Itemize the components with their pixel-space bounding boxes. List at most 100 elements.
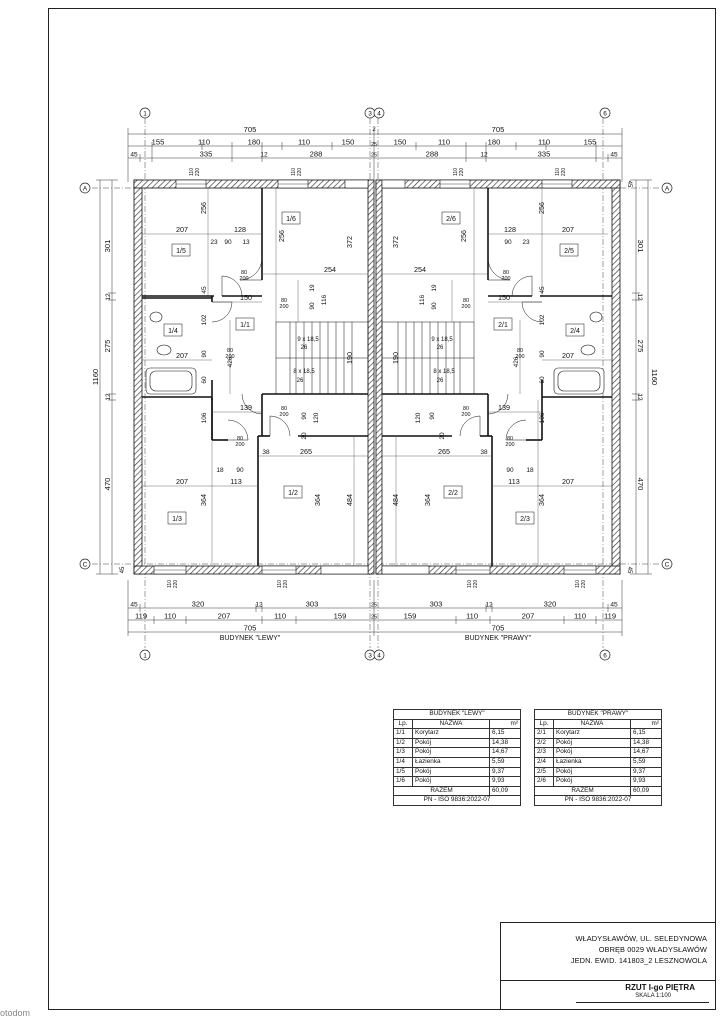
room-tag-2-3 bbox=[515, 511, 535, 525]
divider bbox=[576, 1002, 709, 1003]
dim-label: 207 bbox=[218, 612, 231, 621]
cell-name: Pokój bbox=[553, 747, 631, 758]
toilet-right bbox=[580, 344, 596, 356]
wall-top-left bbox=[133, 179, 373, 189]
top-dimension-lines bbox=[127, 128, 623, 182]
window-size: 110 bbox=[575, 580, 581, 588]
axis-label: 4 bbox=[377, 653, 381, 660]
sink-right bbox=[589, 311, 603, 323]
cell-name: Pokój bbox=[553, 766, 631, 778]
dim-side: 275 bbox=[636, 340, 645, 353]
inner-dim: 265 bbox=[438, 447, 450, 456]
address-line: JEDN. EWID. 141803_2 LESZNOWOLA bbox=[570, 956, 707, 965]
door-size: 80 bbox=[227, 348, 233, 354]
door-size: 80 bbox=[463, 406, 469, 412]
cell-area: 14,38 bbox=[630, 737, 662, 749]
inner-dim: 372 bbox=[345, 236, 354, 248]
dim-label: 12 bbox=[480, 152, 488, 159]
dim-label: 180 bbox=[248, 138, 261, 147]
inner-dim: 207 bbox=[176, 477, 188, 486]
cell-lp: 2/1 bbox=[534, 728, 554, 739]
axis-label: 4 bbox=[377, 111, 381, 118]
dim-side: 275 bbox=[103, 340, 112, 353]
norm-label: PN - ISO 9836:2022-07 bbox=[534, 795, 662, 806]
inner-dim: 19 bbox=[431, 284, 438, 292]
axis-marker-4-top bbox=[373, 107, 385, 119]
dim-side: 12 bbox=[105, 293, 112, 301]
inner-dim: 38 bbox=[262, 449, 270, 456]
cell-area: 9,93 bbox=[630, 776, 662, 787]
dim-side: 301 bbox=[636, 240, 645, 253]
dim-mid: 2 bbox=[372, 127, 376, 133]
cell-lp: 1/1 bbox=[393, 728, 413, 739]
axis-marker-A-right bbox=[661, 182, 673, 194]
axis-marker-6-bottom bbox=[599, 649, 611, 661]
total-value: 60,09 bbox=[489, 785, 521, 797]
window-size: 110 bbox=[555, 168, 561, 176]
stairs-label: 26 bbox=[297, 378, 304, 384]
window-size: 110 bbox=[189, 168, 195, 176]
inner-dim: 265 bbox=[300, 447, 312, 456]
dim-label: 110 bbox=[164, 612, 176, 621]
inner-dim: 60 bbox=[539, 376, 546, 384]
inner-dim: 13 bbox=[242, 239, 250, 246]
cell-lp: 2/2 bbox=[534, 737, 554, 749]
title-block: WŁADYSŁAWÓW, UL. SELEDYNOWA OBRĘB 0029 W… bbox=[500, 922, 716, 1010]
stairs-label: 8 x 18,5 bbox=[433, 369, 455, 375]
door-size: 80 bbox=[241, 270, 247, 276]
drawing-title: RZUT I-go PIĘTRA bbox=[625, 983, 695, 992]
inner-dim: 150 bbox=[240, 293, 252, 302]
col-header-area: m² bbox=[489, 718, 521, 730]
dim-total-left: 705 bbox=[244, 624, 257, 633]
cell-area: 5,59 bbox=[489, 756, 521, 768]
inner-dim: 20 bbox=[301, 432, 308, 440]
drawing-scale: SKALA 1:100 bbox=[635, 993, 671, 999]
window-size: 220 bbox=[297, 168, 303, 177]
wall-top-right bbox=[375, 179, 621, 189]
dim-label: 45 bbox=[130, 602, 138, 609]
window-glass-lines bbox=[154, 183, 596, 571]
dim-label: 288 bbox=[310, 150, 323, 159]
cell-area: 6,15 bbox=[630, 728, 662, 739]
cell-lp: 2/6 bbox=[534, 776, 554, 787]
stairs-label: 26 bbox=[437, 378, 444, 384]
inner-dim: 207 bbox=[176, 351, 188, 360]
inner-dim: 45 bbox=[539, 286, 546, 294]
inner-dim: 256 bbox=[199, 202, 208, 214]
col-header-lp: Lp. bbox=[393, 718, 413, 730]
staircase-right bbox=[381, 321, 475, 395]
cell-area: 6,15 bbox=[489, 728, 521, 739]
building-label-left: BUDYNEK "LEWY" bbox=[220, 635, 281, 642]
dim-label: 320 bbox=[192, 600, 205, 609]
cell-lp: 1/6 bbox=[393, 776, 413, 787]
room-tag-1-5 bbox=[171, 243, 191, 257]
watermark: otodom bbox=[0, 1008, 31, 1018]
side-dimension-lines bbox=[96, 179, 652, 575]
axis-label: 1 bbox=[143, 653, 147, 660]
room-number: 2/2 bbox=[448, 490, 458, 497]
inner-dim: 426 bbox=[227, 356, 234, 367]
cell-name: Korytarz bbox=[412, 728, 490, 739]
dim-label: 303 bbox=[306, 600, 319, 609]
dim-label: 110 bbox=[538, 138, 550, 147]
door-size: 200 bbox=[505, 442, 514, 448]
room-number: 2/5 bbox=[564, 248, 574, 255]
window-size: 110 bbox=[291, 168, 297, 176]
room-number: 1/5 bbox=[176, 248, 186, 255]
room-tag-2-2 bbox=[443, 485, 463, 499]
col-header-lp: Lp. bbox=[534, 718, 554, 730]
inner-dim: 426 bbox=[513, 356, 520, 367]
cell-area: 9,37 bbox=[630, 766, 662, 778]
inner-dim: 18 bbox=[216, 467, 224, 474]
inner-dim: 364 bbox=[313, 494, 322, 506]
inner-dim: 90 bbox=[236, 467, 244, 474]
inner-dim: 18 bbox=[526, 467, 534, 474]
dim-total-right: 705 bbox=[492, 624, 505, 633]
dim-label: 335 bbox=[538, 150, 551, 159]
inner-dim: 90 bbox=[224, 239, 232, 246]
